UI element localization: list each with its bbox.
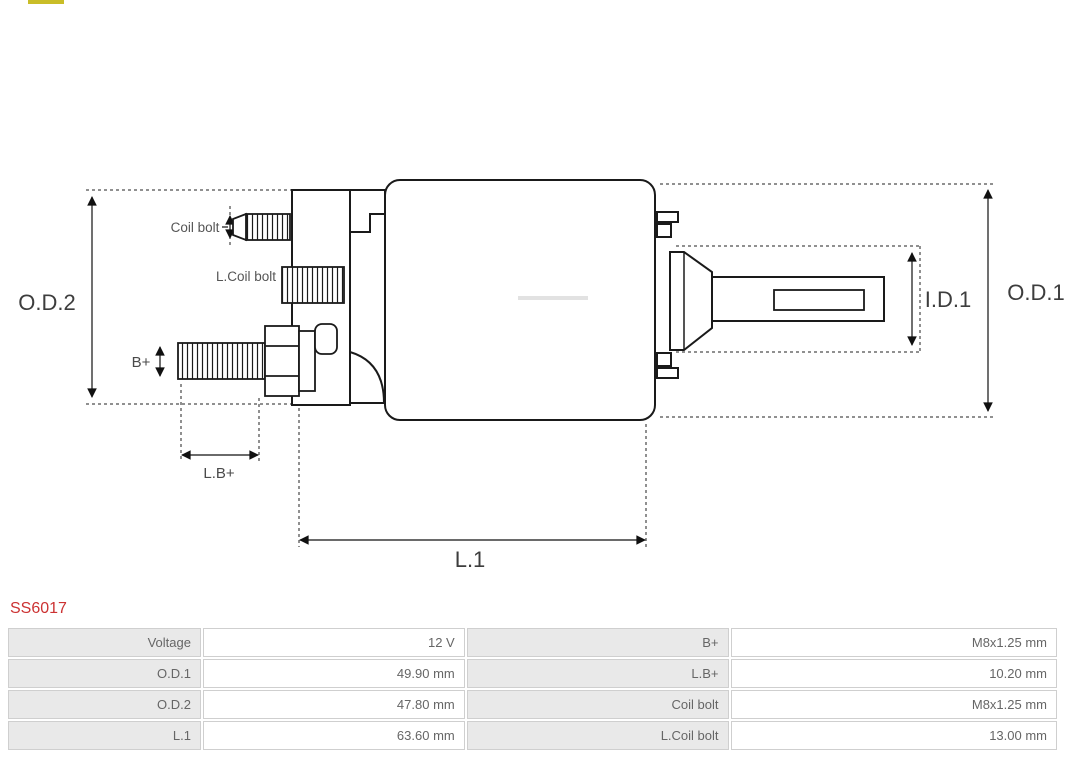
drawing-svg: O.D.2 O.D.1 I.D.1 L.1 L.B+ B+ Coil bolt … bbox=[18, 179, 1065, 572]
spec-value: M8x1.25 mm bbox=[730, 628, 1057, 657]
spec-value: 63.60 mm bbox=[202, 721, 465, 750]
spec-label: O.D.1 bbox=[8, 659, 201, 688]
product-code: SS6017 bbox=[10, 600, 67, 617]
right-tab-top-a bbox=[656, 211, 679, 223]
label-b-plus: B+ bbox=[132, 354, 151, 371]
b-plus-stud-thread bbox=[177, 342, 266, 380]
coil-bolt-thread bbox=[245, 213, 291, 241]
spec-value: 13.00 mm bbox=[730, 721, 1057, 750]
flange-step bbox=[349, 189, 386, 233]
l-coil-bolt-thread bbox=[281, 266, 345, 304]
dimension-lines bbox=[87, 189, 993, 545]
label-od2: O.D.2 bbox=[18, 290, 75, 315]
table-row: L.1 63.60 mm L.Coil bolt 13.00 mm bbox=[8, 721, 1057, 750]
logo-fragment bbox=[28, 0, 64, 4]
spec-label: L.B+ bbox=[466, 659, 729, 688]
spec-label: B+ bbox=[466, 628, 729, 657]
table-row: O.D.1 49.90 mm L.B+ 10.20 mm bbox=[8, 659, 1057, 688]
label-od1: O.D.1 bbox=[1007, 280, 1064, 305]
terminals bbox=[177, 212, 345, 397]
label-l-coil-bolt: L.Coil bolt bbox=[216, 269, 276, 284]
right-tab-bottom-a bbox=[656, 352, 672, 367]
label-lb-plus: L.B+ bbox=[203, 465, 235, 482]
flange-arc bbox=[349, 350, 386, 404]
plunger-slot bbox=[773, 289, 865, 311]
spec-value: M8x1.25 mm bbox=[730, 690, 1057, 719]
spec-value: 49.90 mm bbox=[202, 659, 465, 688]
spec-label: Voltage bbox=[8, 628, 201, 657]
b-plus-washer bbox=[298, 330, 316, 392]
right-tab-bottom-b bbox=[656, 367, 679, 379]
spec-value: 12 V bbox=[202, 628, 465, 657]
spec-label: L.Coil bolt bbox=[466, 721, 729, 750]
spec-label: Coil bolt bbox=[466, 690, 729, 719]
b-plus-collar bbox=[314, 323, 338, 355]
label-coil-bolt: Coil bolt bbox=[171, 220, 220, 235]
spec-label: O.D.2 bbox=[8, 690, 201, 719]
table-row: O.D.2 47.80 mm Coil bolt M8x1.25 mm bbox=[8, 690, 1057, 719]
spec-value: 10.20 mm bbox=[730, 659, 1057, 688]
label-id1: I.D.1 bbox=[925, 287, 971, 312]
plunger-cap bbox=[669, 251, 713, 351]
extension-lines bbox=[86, 183, 994, 547]
label-l1: L.1 bbox=[455, 547, 486, 572]
solenoid-technical-drawing: O.D.2 O.D.1 I.D.1 L.1 L.B+ B+ Coil bolt … bbox=[18, 179, 1065, 572]
right-tab-top-b bbox=[656, 223, 672, 238]
spec-value: 47.80 mm bbox=[202, 690, 465, 719]
table-row: Voltage 12 V B+ M8x1.25 mm bbox=[8, 628, 1057, 657]
spec-label: L.1 bbox=[8, 721, 201, 750]
b-plus-nut bbox=[264, 325, 300, 397]
coil-bolt-tip bbox=[232, 212, 247, 242]
spec-table: Voltage 12 V B+ M8x1.25 mm O.D.1 49.90 m… bbox=[6, 626, 1059, 752]
